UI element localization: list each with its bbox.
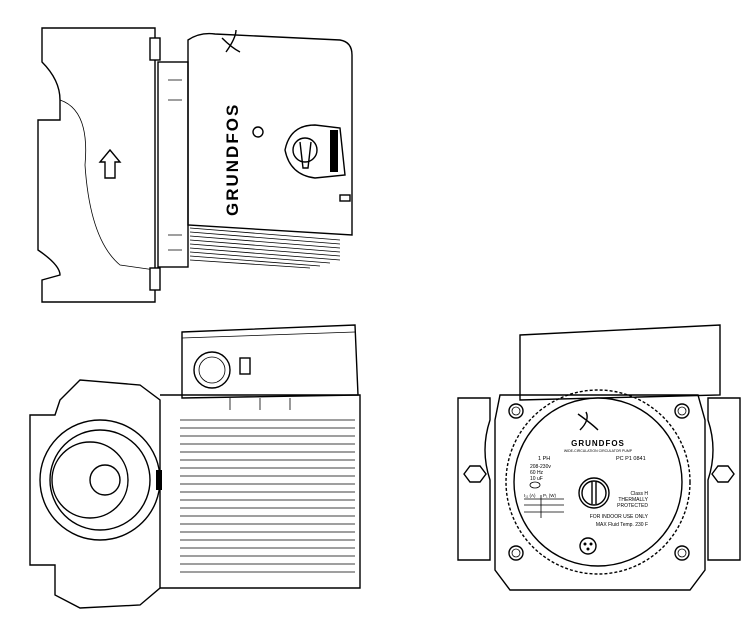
capacitor-text: 10 uF	[530, 476, 543, 482]
flow-direction-arrow-icon	[98, 148, 122, 179]
frequency-text: 60 Hz	[530, 470, 544, 476]
brand-logo-text: GRUNDFOS	[223, 103, 242, 216]
terminal-box-front	[519, 324, 721, 401]
nameplate-brand-subtitle: WIDE-CIRCULATION CIRCULATOR PUMP	[564, 449, 633, 453]
indoor-note-text: FOR INDOOR USE ONLY	[590, 514, 649, 520]
thermally-text: THERMALLY	[618, 497, 648, 503]
side-view	[29, 324, 361, 609]
power-header: P₁ (W)	[543, 493, 557, 498]
certification-mark-icon	[529, 481, 541, 489]
screw-icon	[252, 126, 264, 138]
terminal-box	[181, 324, 359, 399]
motor-side	[160, 394, 361, 589]
cooling-fins-side	[180, 419, 355, 573]
terminal-connector	[284, 124, 346, 179]
rating-table	[524, 495, 564, 518]
grundfos-logo-icon	[577, 411, 599, 431]
max-temp-text: MAX Fluid Temp. 230 F	[596, 522, 648, 528]
current-header: I₁₁ (A)	[524, 493, 536, 498]
phase-text: 1 PH	[538, 456, 550, 462]
model-code-text: PC P1 0841	[616, 456, 646, 462]
grundfos-logo-icon	[221, 29, 241, 53]
insulation-class-text: Class H	[630, 491, 648, 497]
vent-screw	[578, 477, 610, 509]
flanges	[457, 397, 741, 561]
nameplate: GRUNDFOS WIDE-CIRCULATION CIRCULATOR PUM…	[524, 411, 649, 555]
pump-housing	[37, 27, 161, 303]
connector-plug-icon	[579, 537, 597, 555]
front-view: GRUNDFOS WIDE-CIRCULATION CIRCULATOR PUM…	[457, 324, 741, 591]
top-view: GRUNDFOS	[37, 27, 353, 303]
cooling-fins	[189, 227, 341, 269]
motor-body: GRUNDFOS	[157, 29, 353, 269]
voltage-text: 208-230v	[530, 464, 551, 470]
nameplate-brand: GRUNDFOS	[571, 439, 625, 448]
pump-housing-side	[29, 379, 162, 609]
protected-text: PROTECTED	[617, 503, 648, 509]
pump-body-front	[494, 389, 706, 591]
